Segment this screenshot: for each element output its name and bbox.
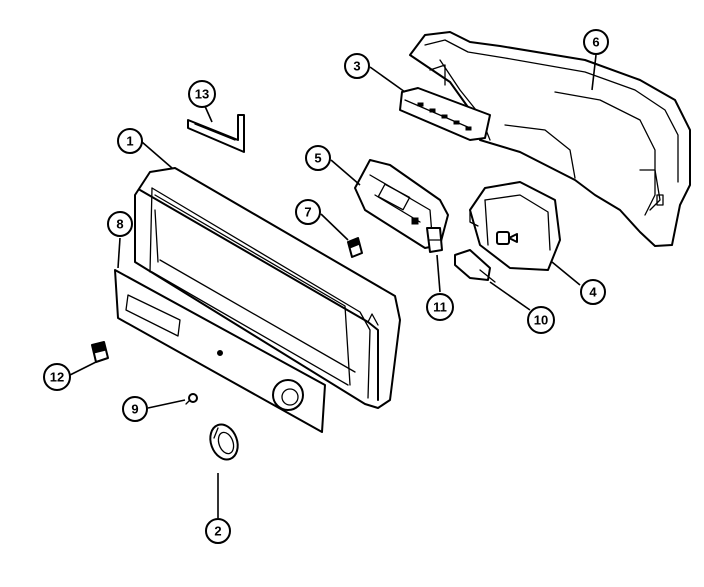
svg-text:10: 10 (534, 313, 548, 328)
svg-text:7: 7 (304, 205, 311, 220)
part-9-screw (185, 393, 198, 405)
part-1-front-panel (134, 167, 401, 409)
callout-8: 8 (107, 211, 133, 237)
svg-text:3: 3 (353, 59, 360, 74)
callout-3: 3 (344, 53, 370, 79)
callout-2: 2 (205, 518, 231, 544)
part-10-switch (454, 249, 496, 283)
callout-9: 9 (122, 396, 148, 422)
part-2-knob (209, 423, 239, 461)
part-11-clip (426, 227, 443, 253)
part-13-bracket (187, 114, 245, 153)
svg-text:9: 9 (131, 402, 138, 417)
callout-10: 10 (527, 306, 555, 334)
part-8-overlay-plate (114, 269, 326, 433)
callout-7: 7 (295, 199, 321, 225)
svg-text:5: 5 (314, 151, 321, 166)
part-5-control-bracket (354, 159, 449, 249)
part-6-console-housing (409, 31, 691, 247)
callout-6: 6 (583, 29, 609, 55)
callout-12: 12 (43, 363, 71, 391)
svg-text:4: 4 (589, 285, 597, 300)
part-12-button (91, 341, 109, 363)
part-7-button (347, 237, 363, 258)
part-4-timer (469, 181, 561, 271)
svg-text:12: 12 (50, 370, 64, 385)
callout-13: 13 (188, 80, 216, 108)
svg-text:8: 8 (116, 217, 123, 232)
callout-5: 5 (305, 145, 331, 171)
part-3-switch-panel (399, 87, 491, 141)
callout-1: 1 (117, 128, 143, 154)
svg-text:11: 11 (433, 300, 447, 315)
callout-11: 11 (426, 293, 454, 321)
svg-text:13: 13 (195, 87, 209, 102)
svg-text:6: 6 (592, 35, 599, 50)
leader-lines (69, 54, 597, 518)
svg-text:2: 2 (214, 524, 221, 539)
callout-4: 4 (580, 279, 606, 305)
svg-text:1: 1 (126, 134, 133, 149)
